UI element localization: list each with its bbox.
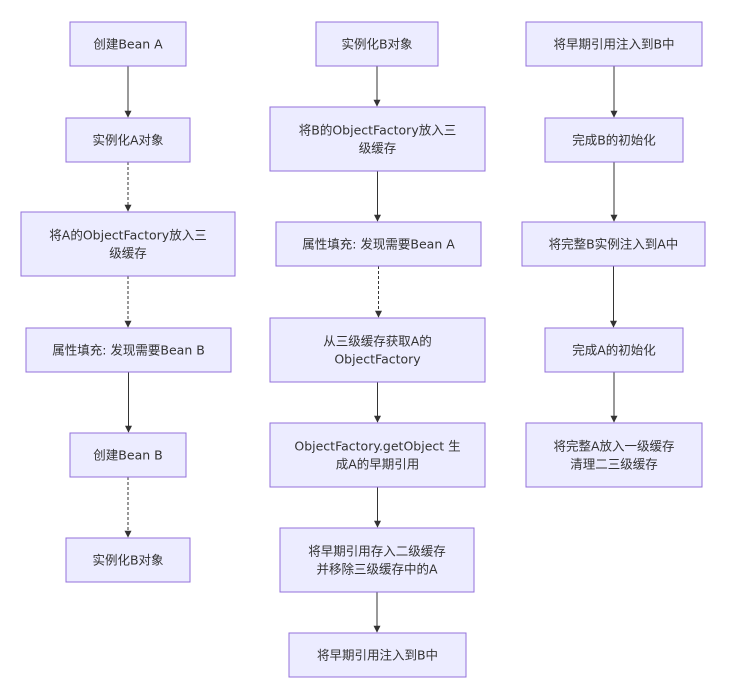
node-label: ObjectFactory.getObject 生 — [294, 439, 460, 454]
node-label: 将A的ObjectFactory放入三 — [49, 228, 206, 243]
column-col-c: 将早期引用注入到B中完成B的初始化将完整B实例注入到A中完成A的初始化将完整A放… — [521, 21, 706, 488]
node-box — [25, 327, 232, 373]
node-label: 将完整A放入一级缓存 — [553, 439, 674, 454]
node-label: 实例化A对象 — [92, 133, 163, 148]
node-label: 将早期引用注入到B中 — [553, 37, 674, 52]
node-box — [525, 21, 703, 67]
node-box — [544, 117, 684, 163]
node-box — [275, 221, 482, 267]
flow-node-b7: 将早期引用注入到B中 — [288, 632, 467, 678]
flow-node-b4: 从三级缓存获取A的 ObjectFactory — [269, 317, 486, 383]
flow-node-a6: 实例化B对象 — [65, 537, 191, 583]
node-box — [315, 21, 439, 67]
node-label: 完成B的初始化 — [572, 133, 656, 148]
node-label: 将早期引用存入二级缓存 — [308, 544, 446, 559]
node-box — [279, 527, 475, 593]
node-label: 级缓存 — [109, 246, 147, 261]
node-label: 级缓存 — [359, 141, 397, 156]
node-box — [288, 632, 467, 678]
flow-node-a4: 属性填充: 发现需要Bean B — [25, 327, 232, 373]
node-label: 属性填充: 发现需要Bean A — [302, 237, 455, 252]
node-box — [269, 317, 486, 383]
flow-node-c2: 完成B的初始化 — [544, 117, 684, 163]
node-box — [69, 21, 187, 67]
node-label: 完成A的初始化 — [572, 343, 656, 358]
flow-node-b3: 属性填充: 发现需要Bean A — [275, 221, 482, 267]
node-label: 实例化B对象 — [341, 37, 412, 52]
node-box — [525, 422, 703, 488]
node-label: 将完整B实例注入到A中 — [549, 237, 679, 252]
node-label: 属性填充: 发现需要Bean B — [52, 343, 205, 358]
node-label: 实例化B对象 — [92, 553, 163, 568]
nodes-layer: 创建Bean A实例化A对象将A的ObjectFactory放入三级缓存属性填充… — [20, 21, 706, 678]
flow-node-a5: 创建Bean B — [69, 432, 187, 478]
flow-node-a1: 创建Bean A — [69, 21, 187, 67]
flow-node-c3: 将完整B实例注入到A中 — [521, 221, 706, 267]
column-col-a: 创建Bean A 实例化A对象将A的ObjectFactory放入三级缓存属性填充… — [20, 21, 236, 583]
node-box — [20, 211, 236, 277]
node-label: 创建Bean A — [93, 37, 163, 52]
node-label: 成A的早期引用 — [336, 457, 420, 472]
node-label: ObjectFactory — [334, 352, 421, 367]
node-label: 清理二三级缓存 — [570, 457, 658, 472]
flow-node-a2: 实例化A对象 — [65, 117, 191, 163]
node-box — [65, 537, 191, 583]
node-label: 将早期引用注入到B中 — [317, 648, 438, 663]
node-box — [544, 327, 684, 373]
node-label: 从三级缓存获取A的 — [323, 334, 432, 349]
node-box — [69, 432, 187, 478]
node-box — [269, 106, 486, 172]
flow-node-c4: 完成A的初始化 — [544, 327, 684, 373]
edges-layer — [124, 66, 618, 633]
node-label: 将B的ObjectFactory放入三 — [299, 123, 456, 138]
node-label: 并移除三级缓存中的A — [316, 562, 438, 577]
node-box — [65, 117, 191, 163]
node-box — [521, 221, 706, 267]
node-box — [269, 422, 486, 488]
flow-node-b1: 实例化B对象 — [315, 21, 439, 67]
flow-node-c1: 将早期引用注入到B中 — [525, 21, 703, 67]
node-label: 创建Bean B — [93, 448, 162, 463]
